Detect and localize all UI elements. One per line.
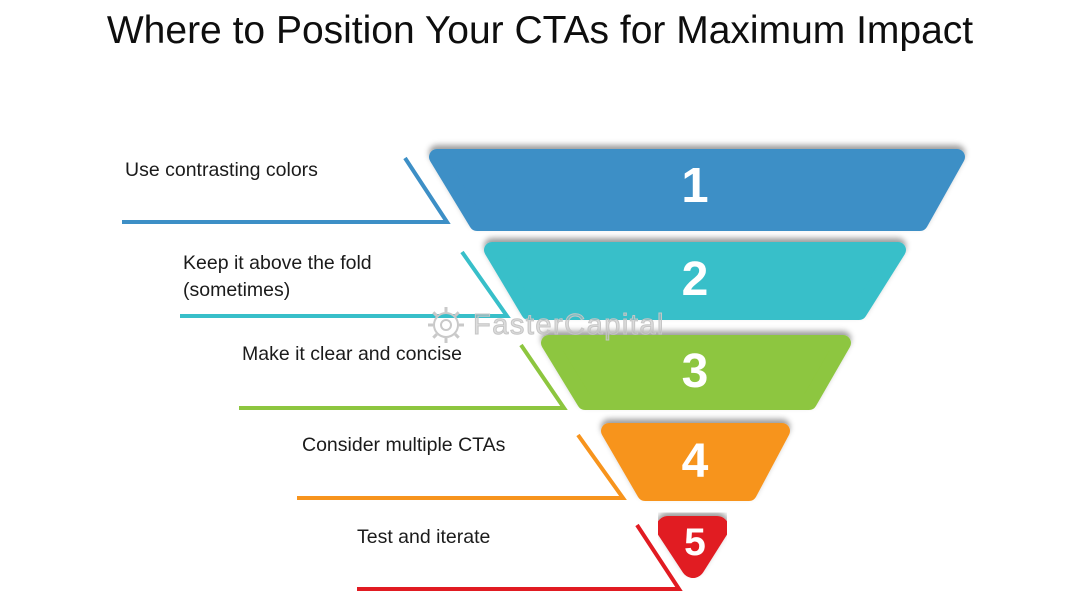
funnel-segment-4-number: 4: [681, 435, 709, 488]
funnel-segment-3-number: 3: [681, 345, 709, 398]
funnel-segment-4-label: Consider multiple CTAs: [302, 434, 506, 456]
callout-line-1: [122, 156, 451, 224]
funnel-segment-1-shape: [429, 149, 965, 231]
page-title: Where to Position Your CTAs for Maximum …: [106, 9, 974, 52]
funnel-segment-5-number: 5: [684, 521, 706, 564]
funnel-segment-3-shape: [541, 335, 851, 410]
funnel-segment-2-shape: [484, 242, 906, 320]
callout-line-5: [357, 523, 683, 591]
callout-line-3: [239, 343, 568, 410]
funnel-segment-4-shape: [601, 423, 790, 501]
funnel-segment-5-shape: [656, 516, 729, 578]
callout-line-2: [180, 250, 511, 318]
funnel-segment-1-label: Use contrasting colors: [125, 159, 318, 181]
funnel-segment-1-number: 1: [681, 159, 709, 213]
funnel-segment-2-number: 2: [681, 253, 709, 306]
funnel-segment-2-label: Keep it above the fold (sometimes): [183, 252, 372, 301]
funnel-segment-5-label: Test and iterate: [357, 526, 491, 548]
funnel-segment-3-label: Make it clear and concise: [242, 343, 463, 365]
callout-line-4: [297, 433, 627, 500]
